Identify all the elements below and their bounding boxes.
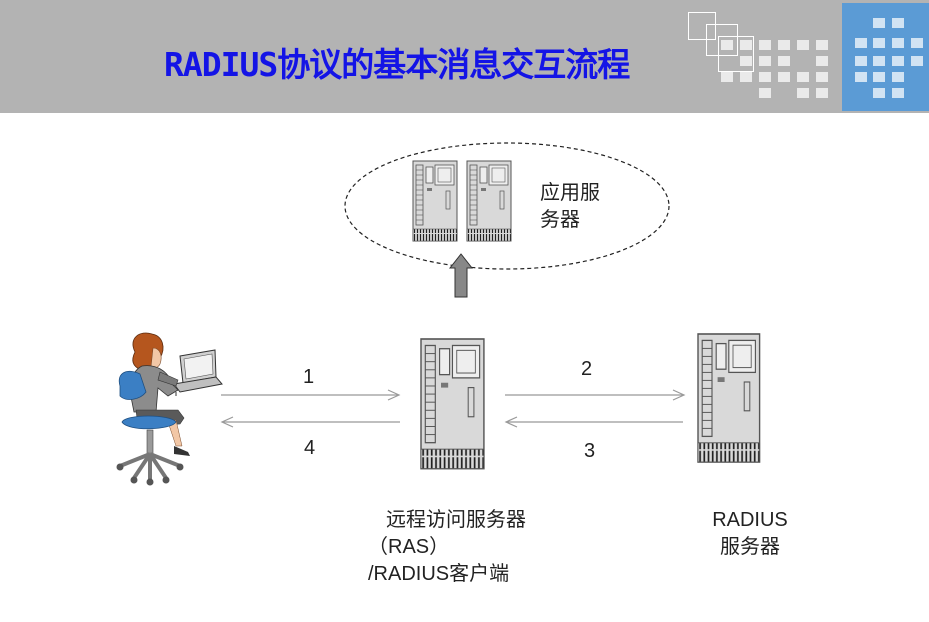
header-decoration-square [873, 56, 885, 66]
arrow-step-1-head [387, 389, 401, 401]
header-decoration-square [759, 72, 771, 82]
step-3-label: 3 [584, 440, 596, 462]
header-decoration-square [740, 72, 752, 82]
header-decoration-square [873, 88, 885, 98]
header-decoration-square [797, 72, 809, 82]
app-server-group-outline [344, 142, 670, 270]
header-decoration-square [740, 56, 752, 66]
header-decoration-square [797, 40, 809, 50]
arrow-step-2-head [672, 389, 686, 401]
header-decoration-square [873, 72, 885, 82]
header-outline-square [688, 12, 716, 40]
step-4-label: 4 [304, 437, 316, 459]
step-1-label: 1 [303, 366, 315, 388]
arrow-step-4-head [220, 416, 234, 428]
header-outline-square [718, 36, 754, 72]
header-decoration-square [778, 56, 790, 66]
header-decoration-square [816, 56, 828, 66]
header-decoration-square [855, 72, 867, 82]
radius-server-icon [697, 333, 761, 463]
header-decoration-square [816, 40, 828, 50]
ras-server-icon [420, 338, 485, 470]
header-decoration-square [740, 40, 752, 50]
header-decoration-square [759, 88, 771, 98]
up-arrow-icon [448, 253, 474, 298]
header-decoration-square [721, 40, 733, 50]
header-decoration-square [816, 88, 828, 98]
header-decoration-square [892, 88, 904, 98]
page-title: RADIUS协议的基本消息交互流程 [164, 45, 630, 84]
header-decoration-square [873, 18, 885, 28]
ras-label: 远程访问服务器 （RAS） /RADIUS客户端 [368, 509, 526, 585]
arrow-step-3-head [504, 416, 518, 428]
app-server-1-icon [412, 160, 458, 242]
header-decoration-square [855, 38, 867, 48]
step-2-label: 2 [581, 358, 593, 380]
header-banner: RADIUS协议的基本消息交互流程 [0, 0, 929, 113]
header-decoration-square [721, 72, 733, 82]
header-decoration-square [778, 72, 790, 82]
header-decoration-square [797, 88, 809, 98]
header-decoration-square [816, 72, 828, 82]
radius-server-label: RADIUS 服务器 [712, 509, 788, 558]
header-decoration-square [911, 56, 923, 66]
header-outline-square [706, 24, 738, 56]
header-decoration-square [892, 72, 904, 82]
header-decoration-square [892, 18, 904, 28]
user-icon [116, 332, 223, 486]
header-decoration-square [759, 40, 771, 50]
header-decoration-square [873, 38, 885, 48]
header-decoration-square [855, 56, 867, 66]
header-decoration-square [892, 38, 904, 48]
header-decoration-square [778, 40, 790, 50]
app-server-label: 应用服 务器 [540, 182, 600, 231]
header-decoration-square [759, 56, 771, 66]
header-decoration-square [911, 38, 923, 48]
header-decoration-square [892, 56, 904, 66]
app-server-2-icon [466, 160, 512, 242]
